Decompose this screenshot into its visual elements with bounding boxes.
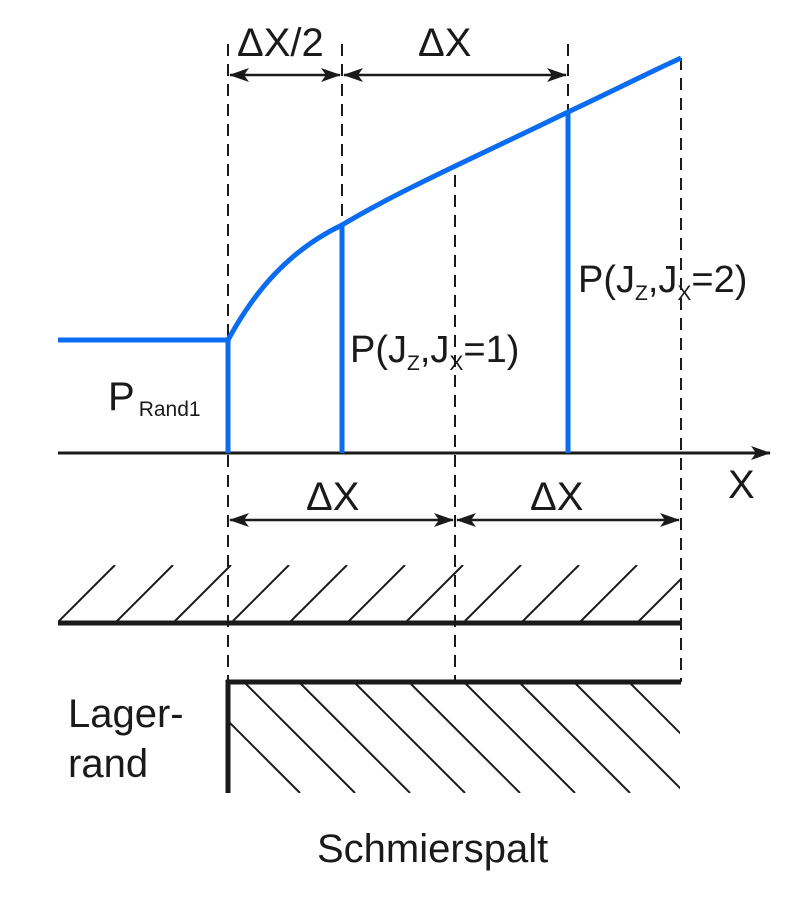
- schmierspalt-label: Schmierspalt: [317, 827, 548, 871]
- p-node-1-label: P(JZ,JX=1): [350, 329, 519, 375]
- p-node-2-label: P(JZ,JX=2): [578, 259, 747, 305]
- upper-wall: [58, 565, 681, 626]
- lower-bearing-hatching: [230, 683, 680, 793]
- x-axis-label: X: [728, 463, 755, 507]
- dx-bottom-left-label: ΔX: [306, 475, 359, 519]
- lagerrand-label-line1: Lager-: [68, 692, 184, 736]
- lagerrand-label-line2: rand: [68, 742, 148, 786]
- lower-bearing: [225, 679, 681, 793]
- dx-half-label: ΔX/2: [237, 21, 324, 65]
- dx-bottom-right-label: ΔX: [530, 475, 583, 519]
- pressure-profile: [58, 55, 683, 453]
- pressure-curve: [225, 55, 683, 342]
- dx-top-label: ΔX: [418, 21, 471, 65]
- dashed-guides: [227, 44, 682, 682]
- upper-wall-hatching: [58, 565, 680, 622]
